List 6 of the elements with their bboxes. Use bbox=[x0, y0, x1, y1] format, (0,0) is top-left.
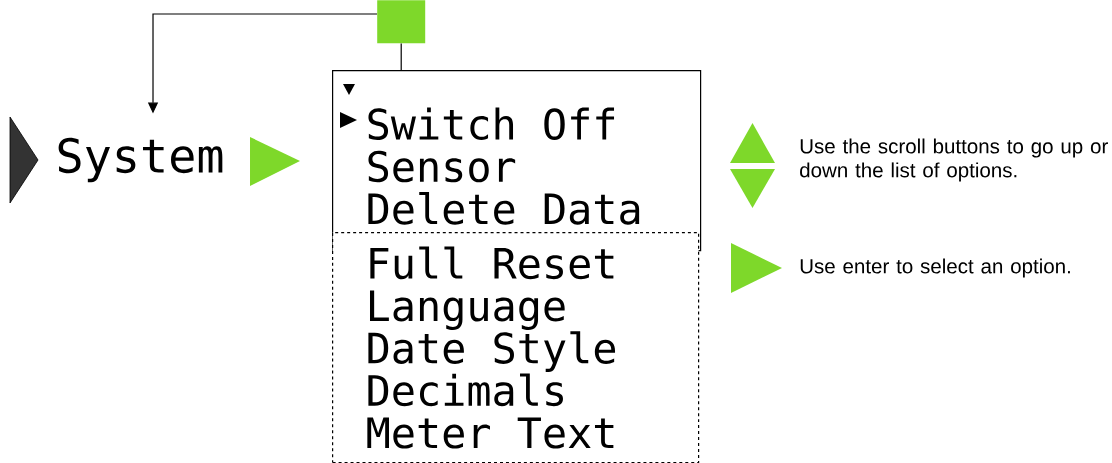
menu-list-box: Full Reset Language Date Style Decimals Meter Text bbox=[332, 232, 700, 463]
legend-text: Use the scroll buttons to go up or down the list of options. bbox=[800, 138, 1108, 182]
menu-title: System bbox=[58, 137, 223, 183]
square-marker bbox=[377, 0, 426, 44]
legend-text: Use enter to select an option. bbox=[800, 258, 1070, 278]
connector-line bbox=[400, 42, 402, 71]
